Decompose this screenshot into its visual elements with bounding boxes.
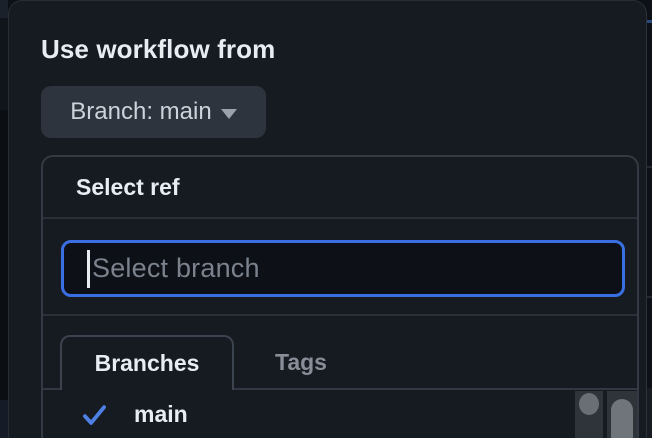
select-ref-title: Select ref	[76, 173, 180, 200]
branch-selector-label: Branch: main	[70, 98, 212, 125]
background-accent	[0, 0, 8, 18]
text-cursor	[87, 249, 90, 288]
search-placeholder: Select branch	[92, 253, 260, 283]
page-background-right	[647, 0, 652, 438]
caret-down-icon	[220, 108, 237, 119]
tab-branches[interactable]: Branches	[60, 335, 234, 390]
tab-tags-label: Tags	[275, 349, 327, 375]
background-accent	[647, 166, 652, 168]
tab-branches-label: Branches	[94, 350, 200, 376]
check-icon	[83, 404, 106, 425]
branch-selector-button[interactable]: Branch: main	[41, 86, 266, 138]
tabnav-divider	[43, 388, 637, 390]
select-ref-header: Select ref	[43, 157, 637, 219]
branch-item-label: main	[134, 400, 188, 427]
tab-tags[interactable]: Tags	[236, 335, 366, 390]
list-scrollbar-track[interactable]	[575, 391, 603, 438]
panel-scrollbar-thumb[interactable]	[611, 399, 633, 438]
branch-search-input[interactable]: Select branch	[61, 240, 625, 297]
background-accent	[647, 20, 652, 23]
run-workflow-dialog: Use workflow from Branch: main Select re…	[8, 0, 647, 438]
branch-list: main	[43, 390, 637, 438]
select-ref-panel: Select ref Select branch Branches Tags	[41, 155, 639, 438]
background-accent	[0, 18, 8, 110]
dialog-title: Use workflow from	[41, 34, 276, 64]
list-scrollbar-thumb[interactable]	[579, 393, 599, 415]
ref-search-section: Select branch	[43, 219, 637, 316]
background-accent	[0, 400, 8, 438]
branch-item-main[interactable]: main	[43, 390, 637, 438]
panel-scrollbar-track[interactable]	[607, 391, 637, 438]
background-accent	[647, 388, 652, 438]
background-accent	[647, 296, 652, 298]
page-background-left	[0, 0, 8, 438]
ref-tabnav: Branches Tags	[43, 316, 637, 390]
